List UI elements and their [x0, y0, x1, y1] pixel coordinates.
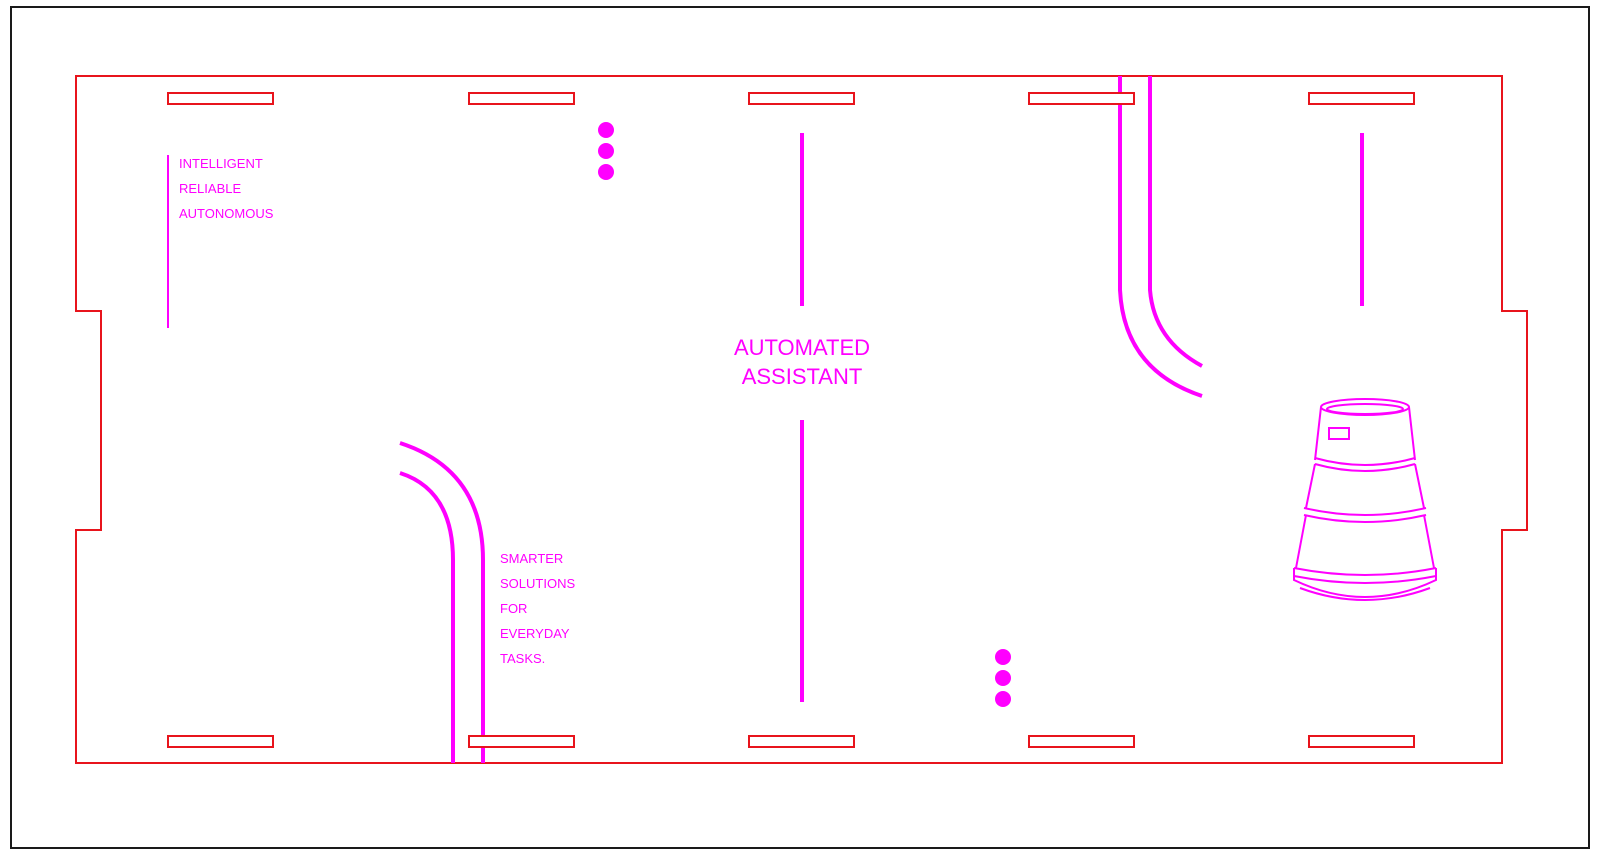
- dot: [995, 649, 1011, 665]
- tagline: INTELLIGENT RELIABLE AUTONOMOUS: [179, 156, 274, 221]
- slot: [468, 92, 575, 105]
- dot-cluster-icon: [598, 122, 614, 180]
- slot: [167, 735, 274, 748]
- tagline-line: AUTONOMOUS: [179, 206, 274, 221]
- robot-mid-body: [1305, 463, 1425, 509]
- dot: [598, 164, 614, 180]
- slot: [468, 735, 575, 748]
- slot: [1308, 92, 1415, 105]
- track-rail-outer: [1118, 76, 1203, 398]
- robot-top-inner: [1326, 403, 1404, 415]
- slogan: SMARTER SOLUTIONS FOR EVERYDAY TASKS.: [500, 551, 575, 666]
- slot: [748, 92, 855, 105]
- slot: [1028, 92, 1135, 105]
- robot-upper-body: [1314, 406, 1416, 461]
- track-rail-inner: [1148, 76, 1203, 368]
- dot: [995, 670, 1011, 686]
- robot-base-inner: [1299, 587, 1431, 601]
- slot: [167, 92, 274, 105]
- track-top-right: [1118, 76, 1203, 398]
- dot-cluster-icon: [995, 649, 1011, 707]
- tagline-line: INTELLIGENT: [179, 156, 263, 171]
- slogan-line: SOLUTIONS: [500, 576, 575, 591]
- robot-band-2b: [1303, 514, 1427, 523]
- dot: [995, 691, 1011, 707]
- robot-panel: [1328, 427, 1350, 440]
- slot: [1308, 735, 1415, 748]
- robot-lower-body: [1295, 514, 1435, 569]
- track-rail-outer: [399, 441, 485, 763]
- slogan-line: FOR: [500, 601, 527, 616]
- robot-band-1b: [1314, 463, 1416, 472]
- slogan-line: TASKS.: [500, 651, 545, 666]
- track-bottom-left: [399, 441, 485, 763]
- title-line: ASSISTANT: [742, 364, 863, 389]
- slogan-line: SMARTER: [500, 551, 563, 566]
- title-line: AUTOMATED: [734, 335, 870, 360]
- title: AUTOMATED ASSISTANT: [734, 335, 870, 389]
- dot: [598, 143, 614, 159]
- track-rail-inner: [399, 471, 455, 763]
- slogan-line: EVERYDAY: [500, 626, 570, 641]
- slot: [748, 735, 855, 748]
- slot: [1028, 735, 1135, 748]
- robot-base: [1293, 568, 1437, 598]
- board-outline: [75, 75, 1528, 764]
- robot-band-3: [1293, 567, 1437, 576]
- robot-band-2: [1303, 507, 1427, 516]
- bottom-slots: [167, 735, 1415, 748]
- cone-robot-icon: [1293, 398, 1437, 601]
- robot-band-1: [1314, 457, 1416, 466]
- robot-band-3b: [1293, 575, 1437, 584]
- top-slots: [167, 92, 1415, 105]
- dot: [598, 122, 614, 138]
- tagline-line: RELIABLE: [179, 181, 241, 196]
